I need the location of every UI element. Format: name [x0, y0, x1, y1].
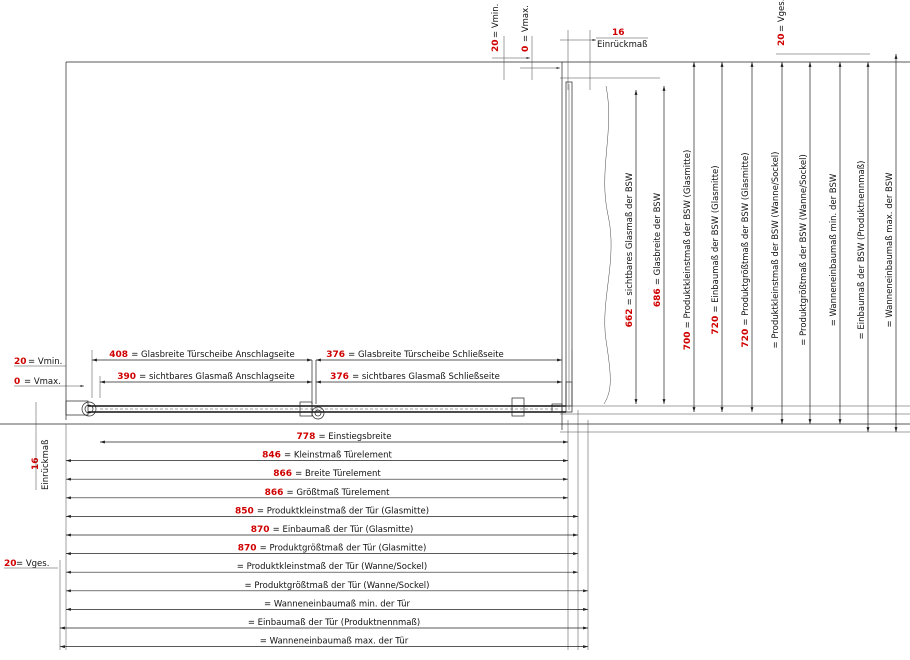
v-dim-label: 686 = Glasbreite der BSW [653, 192, 663, 307]
h-dim-label: = Wanneneinbaumaß max. der Tür [260, 637, 409, 647]
svg-text:Einrückmaß: Einrückmaß [597, 40, 647, 50]
v-dim-label: 720 = Einbaumaß der BSW (Glasmitte) [711, 165, 721, 334]
svg-text:16: 16 [612, 28, 625, 38]
svg-text:= Vges.: = Vges. [16, 559, 49, 569]
h-dim-label: 846 = Kleinstmaß Türelement [262, 451, 392, 461]
top-label-einrueckmass: 16 Einrückmaß [560, 28, 648, 50]
horizontal-dimensions: 778 = Einstiegsbreite 846 = Kleinstmaß Tü… [60, 432, 588, 649]
svg-text:= Vmax.: = Vmax. [521, 5, 531, 42]
h-dim-label: 850 = Produktkleinstmaß der Tür (Glasmit… [235, 506, 429, 516]
svg-text:= Vmax.: = Vmax. [24, 377, 61, 387]
side-wall-profile [560, 77, 660, 413]
v-dim-label: = Wanneneinbaumaß max. der BSW [885, 172, 895, 328]
v-dim-label: 700 = Produktkleinstmaß der BSW (Glasmit… [683, 150, 693, 351]
upper-dim-label: 390 = sichtbares Glasmaß Anschlagseite [117, 372, 295, 382]
top-label-vmin: 20 = Vmin. [491, 4, 501, 52]
v-dim-label: = Einbaumaß der BSW (Produktnennmaß) [857, 161, 867, 340]
v-dim-label: 662 = sichtbares Glasmaß der BSW [625, 172, 635, 327]
h-dim-label: 870 = Produktgrößtmaß der Tür (Glasmitte… [238, 544, 427, 554]
svg-text:= Vmin.: = Vmin. [28, 357, 62, 367]
svg-text:0: 0 [521, 46, 531, 52]
left-label-vges: 20 = Vges. [4, 559, 58, 569]
vertical-dimensions: 662 = sichtbares Glasmaß der BSW 686 = Gl… [625, 54, 898, 432]
h-dim-label: 870 = Einbaumaß der Tür (Glasmitte) [251, 525, 414, 535]
h-dim-label: = Produktgrößtmaß der Tür (Wanne/Sockel) [245, 581, 430, 591]
h-dim-label: = Produktkleinstmaß der Tür (Wanne/Socke… [237, 562, 427, 572]
door-profile [65, 360, 566, 420]
upper-dim-label: 376 = Glasbreite Türscheibe Schließseite [326, 350, 504, 360]
extension-lines [59, 30, 910, 650]
v-dim-label: = Wanneneinbaumaß min. der BSW [829, 173, 839, 326]
svg-text:20: 20 [491, 39, 501, 52]
h-dim-label: = Wanneneinbaumaß min. der Tür [264, 599, 410, 609]
left-label-vmin: 20 = Vmin. [14, 357, 66, 367]
v-dim-label: = Produktgrößtmaß der BSW (Wanne/Sockel) [799, 154, 809, 346]
room-outline [0, 61, 910, 430]
svg-text:0: 0 [14, 377, 20, 387]
v-dim-label: = Produktkleinstmaß der BSW (Wanne/Socke… [771, 152, 781, 349]
svg-text:Einrückmaß: Einrückmaß [41, 440, 51, 490]
svg-text:= Vges.: = Vges. [777, 0, 787, 32]
left-label-einrueckmass: 16 Einrückmaß [31, 440, 51, 490]
h-dim-label: 866 = Größtmaß Türelement [265, 488, 391, 498]
h-dim-label: 778 = Einstiegsbreite [297, 432, 392, 442]
top-label-vmax: 0 = Vmax. [521, 5, 531, 52]
svg-text:20: 20 [777, 33, 787, 46]
upper-dimensions: 408 = Glasbreite Türscheibe Anschlagseit… [92, 350, 562, 384]
top-label-vges: 20 = Vges. [777, 0, 787, 46]
h-dim-label: = Einbaumaß der Tür (Produktnennmaß) [248, 618, 420, 628]
upper-dim-label: 408 = Glasbreite Türscheibe Anschlagseit… [109, 350, 294, 360]
svg-text:20: 20 [4, 559, 17, 569]
v-dim-label: 720 = Produktgrößtmaß der BSW (Glasmitte… [741, 152, 751, 347]
svg-text:20: 20 [14, 357, 27, 367]
h-dim-label: 866 = Breite Türelement [273, 469, 381, 479]
left-label-vmax: 0 = Vmax. [14, 377, 84, 388]
upper-dim-label: 376 = sichtbares Glasmaß Schließseite [330, 372, 500, 382]
svg-text:= Vmin.: = Vmin. [491, 4, 501, 38]
